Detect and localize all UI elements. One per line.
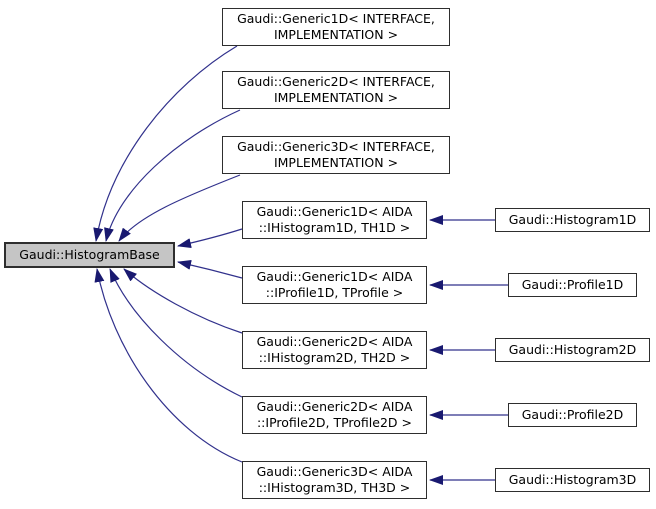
class-node-generic1d-template[interactable]: Gaudi::Generic1D< INTERFACE, IMPLEMENTAT… <box>222 8 450 46</box>
edge-generic2d-template-to-base <box>104 109 241 242</box>
edge-generic3d-template-to-base <box>118 174 241 242</box>
class-node-generic1d-profile[interactable]: Gaudi::Generic1D< AIDA ::IProfile1D, TPr… <box>242 266 427 304</box>
class-node-generic2d-histogram[interactable]: Gaudi::Generic2D< AIDA ::IHistogram2D, T… <box>242 331 427 369</box>
class-node-generic1d-histogram[interactable]: Gaudi::Generic1D< AIDA ::IHistogram1D, T… <box>242 201 427 239</box>
class-node-generic3d-histogram[interactable]: Gaudi::Generic3D< AIDA ::IHistogram3D, T… <box>242 461 427 499</box>
class-node-profile1d[interactable]: Gaudi::Profile1D <box>508 273 637 297</box>
edge-generic3d-histogram-to-base <box>94 268 243 463</box>
edge-generic2d-profile-to-base <box>109 268 243 398</box>
class-node-histogram1d[interactable]: Gaudi::Histogram1D <box>495 208 650 232</box>
edge-generic1d-profile-to-base <box>177 260 243 279</box>
class-node-generic2d-profile[interactable]: Gaudi::Generic2D< AIDA ::IProfile2D, TPr… <box>242 396 427 434</box>
class-node-histogram3d[interactable]: Gaudi::Histogram3D <box>495 468 650 492</box>
class-node-generic3d-template[interactable]: Gaudi::Generic3D< INTERFACE, IMPLEMENTAT… <box>222 136 450 174</box>
class-node-generic2d-template[interactable]: Gaudi::Generic2D< INTERFACE, IMPLEMENTAT… <box>222 71 450 109</box>
edge-generic1d-histogram-to-base <box>177 228 243 248</box>
edge-generic2d-histogram-to-base <box>123 268 243 334</box>
class-node-profile2d[interactable]: Gaudi::Profile2D <box>508 403 637 427</box>
edge-generic1d-template-to-base <box>93 45 238 242</box>
class-node-histogram2d[interactable]: Gaudi::Histogram2D <box>495 338 650 362</box>
class-node-histogram-base: Gaudi::HistogramBase <box>4 242 175 268</box>
